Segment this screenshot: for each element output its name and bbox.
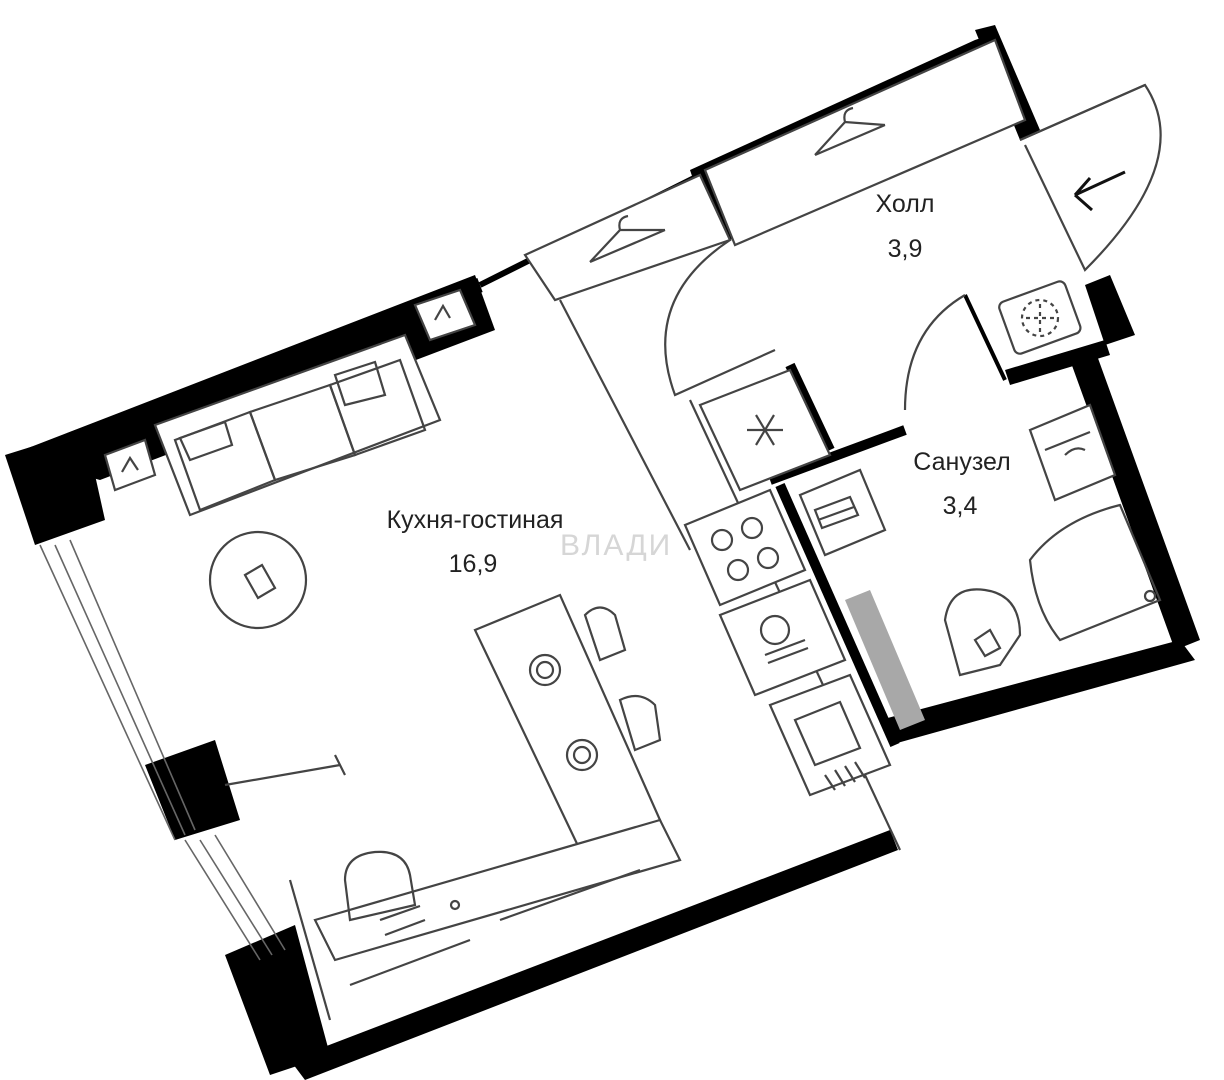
hanger-icon bbox=[589, 214, 666, 264]
sofa-icon bbox=[153, 333, 442, 517]
bath-sink bbox=[1028, 403, 1117, 502]
table-icon bbox=[473, 593, 662, 852]
outer-walls bbox=[5, 25, 1200, 1080]
door-living bbox=[664, 239, 776, 397]
door-bath bbox=[903, 294, 966, 411]
entrance-arrow-icon bbox=[1073, 170, 1126, 212]
wall-bottom-long bbox=[290, 830, 898, 1080]
wall-top-living-line bbox=[67, 277, 483, 448]
wall-bottom bbox=[880, 640, 1195, 745]
wall-bath-left bbox=[775, 482, 900, 748]
toilet-icon bbox=[943, 588, 1022, 677]
snowflake-icon bbox=[747, 414, 783, 446]
side-table-left bbox=[103, 438, 157, 492]
shower-icon bbox=[1028, 503, 1162, 642]
living-furniture bbox=[103, 288, 682, 1021]
hall-area: 3,9 bbox=[888, 235, 923, 263]
desk-icon bbox=[313, 818, 682, 987]
wall-kitchen-block bbox=[785, 362, 835, 453]
kitchen-fridge bbox=[698, 368, 832, 492]
vent-icon bbox=[1020, 298, 1060, 338]
towel-radiator bbox=[845, 590, 925, 730]
living-room-name: Кухня-гостиная bbox=[387, 506, 564, 534]
hall-name: Холл bbox=[876, 190, 935, 218]
towel-icon bbox=[813, 495, 860, 530]
washing-machine-icon bbox=[759, 614, 809, 665]
hall-appliance bbox=[998, 280, 1082, 355]
hall-doors bbox=[664, 239, 966, 411]
wall-entrance-bottom bbox=[1085, 275, 1135, 345]
wall-bath-right-connect bbox=[1005, 340, 1110, 385]
wall-left-pillar-mid bbox=[145, 740, 240, 840]
wardrobe-left bbox=[523, 173, 732, 302]
left-windows bbox=[39, 539, 286, 961]
wardrobe-right bbox=[703, 38, 1027, 247]
bathroom-area: 3,4 bbox=[943, 492, 978, 520]
kitchen-sink bbox=[768, 673, 892, 797]
sink-icon bbox=[793, 700, 862, 767]
bath-cabinet bbox=[798, 468, 887, 557]
wall-bath-top bbox=[768, 425, 907, 485]
entrance-door bbox=[1019, 83, 1162, 272]
stove-icon bbox=[710, 516, 780, 582]
floor-lamp bbox=[224, 754, 346, 787]
bathroom-name: Санузел bbox=[913, 448, 1010, 476]
kitchen-washer bbox=[718, 578, 847, 697]
living-room-area: 16,9 bbox=[449, 550, 498, 578]
wall-left-pillar-top bbox=[5, 430, 105, 545]
hanger-icon bbox=[814, 106, 886, 157]
wall-bath-right bbox=[1070, 350, 1200, 650]
wall-left-pillar-bottom bbox=[225, 925, 330, 1075]
chair-icon bbox=[583, 606, 662, 752]
kitchen-stove bbox=[683, 488, 807, 607]
round-table bbox=[208, 530, 308, 630]
wall-hall-divider bbox=[963, 294, 1007, 381]
wall-living-right-thin bbox=[559, 299, 691, 551]
side-table-right bbox=[413, 288, 477, 342]
bathroom-fixtures bbox=[798, 403, 1162, 730]
watermark: ВЛАДИ bbox=[560, 529, 672, 562]
